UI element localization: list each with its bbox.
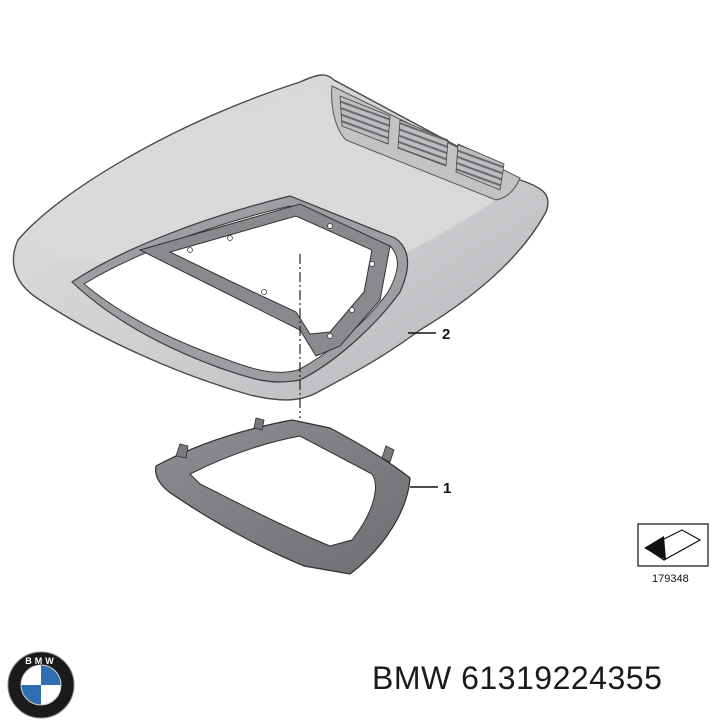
callout-1-label: 1	[443, 480, 451, 497]
part-1-frame	[155, 417, 411, 575]
frame-clip-right	[381, 445, 395, 463]
part-number: BMW 61319224355	[372, 660, 663, 696]
callout-2-label: 2	[442, 326, 450, 343]
vent-grille-left	[339, 95, 391, 145]
frame-clip-left	[175, 443, 189, 459]
frame-opening	[189, 435, 376, 547]
part-2-console-trim	[12, 74, 549, 401]
bmw-logo-lettering: BMW	[25, 656, 57, 666]
frame-clip-top	[253, 417, 265, 431]
reference-arrow-head	[644, 536, 666, 560]
reference-number: 179348	[652, 573, 689, 585]
bracket-holes	[187, 223, 375, 339]
vent-grille-center	[397, 119, 449, 167]
vent-grille-right	[455, 143, 505, 191]
bmw-logo: BMW	[7, 651, 75, 719]
mounting-bracket	[138, 203, 391, 357]
reference-box: 179348	[637, 523, 709, 585]
